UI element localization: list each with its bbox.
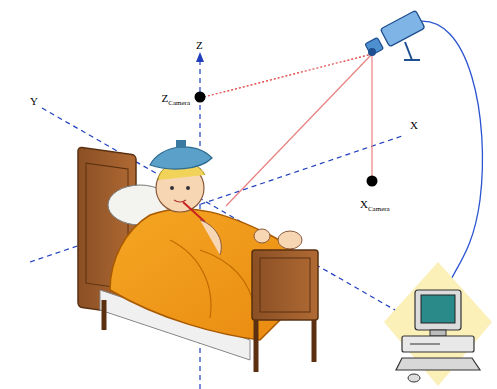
axis-label: Z xyxy=(196,36,203,52)
camera-view-line xyxy=(226,54,372,206)
camera-cable xyxy=(414,21,482,305)
axis-label: Z xyxy=(196,39,203,51)
bed xyxy=(78,140,318,372)
z-camera-label: ZCamera xyxy=(162,89,191,105)
computer-icon xyxy=(384,262,492,386)
x-camera-dot xyxy=(367,176,378,187)
axis-label: X xyxy=(410,116,418,132)
camera-drop-line xyxy=(371,54,372,176)
coordinate-subscript: Camera xyxy=(368,205,390,213)
camera-icon xyxy=(365,10,425,60)
coordinate-symbol: Z xyxy=(162,92,169,104)
axis-label: Y xyxy=(30,95,38,107)
coordinate-symbol: X xyxy=(360,198,368,210)
x-camera-label: XCamera xyxy=(360,195,390,211)
axes xyxy=(30,60,430,389)
axis-label: Y xyxy=(30,92,38,108)
axis-label: X xyxy=(410,119,418,131)
coordinate-subscript: Camera xyxy=(168,99,190,107)
z-camera-dot xyxy=(195,92,206,103)
camera-height-line xyxy=(204,54,372,97)
